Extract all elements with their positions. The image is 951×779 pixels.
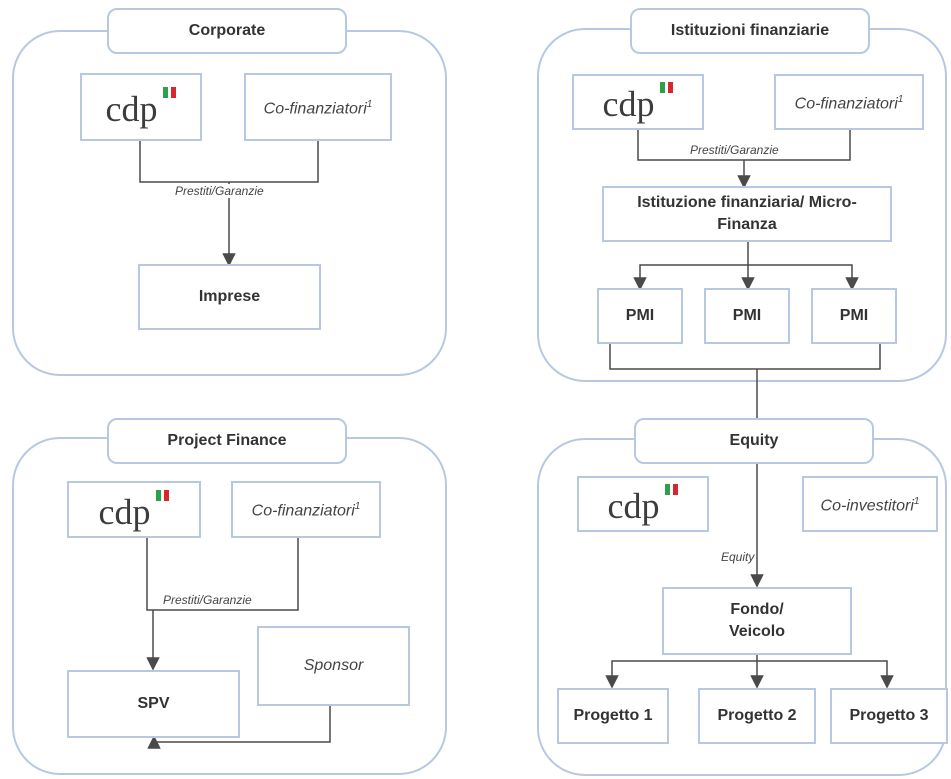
target-box-imprese: Imprese bbox=[138, 264, 321, 330]
middle-box-istituzione: Istituzione finanziaria/ Micro-Finanza bbox=[602, 186, 892, 242]
footnote-marker: 1 bbox=[354, 501, 361, 513]
cdp-logo: cdp bbox=[603, 82, 674, 122]
italian-flag-icon bbox=[163, 87, 177, 98]
edge-label-equity: Equity bbox=[719, 550, 757, 564]
corporate-bracket bbox=[139, 140, 319, 183]
istituzioni-branch bbox=[639, 264, 853, 288]
edge-label-corporate: Prestiti/Garanzie bbox=[173, 184, 266, 198]
leaf-box-progetto: Progetto 3 bbox=[830, 688, 948, 744]
leaf-box-pmi: PMI bbox=[704, 288, 790, 344]
cdp-logo-text: cdp bbox=[602, 84, 655, 124]
cofinanziatori-box-istituzioni: Co-finanziatori1 bbox=[774, 74, 924, 130]
cdp-logo-box-corporate: cdp bbox=[80, 73, 202, 141]
leaf-box-progetto: Progetto 1 bbox=[557, 688, 669, 744]
cdp-logo: cdp bbox=[608, 484, 679, 524]
pf-bracket bbox=[146, 537, 299, 611]
sponsor-box: Sponsor bbox=[257, 626, 410, 706]
cdp-logo-text: cdp bbox=[98, 491, 151, 532]
cdp-logo-text: cdp bbox=[607, 486, 660, 526]
italian-flag-icon bbox=[156, 489, 170, 501]
cofinanziatori-label: Co-finanziatori bbox=[263, 100, 367, 118]
leaf-box-pmi: PMI bbox=[597, 288, 683, 344]
italian-flag-icon bbox=[660, 82, 674, 93]
edge-label-istituzioni: Prestiti/Garanzie bbox=[688, 143, 781, 157]
edge-label-project-finance: Prestiti/Garanzie bbox=[161, 593, 254, 607]
footnote-marker: 1 bbox=[897, 93, 904, 105]
italian-flag-icon bbox=[665, 484, 679, 495]
leaf-box-progetto: Progetto 2 bbox=[698, 688, 816, 744]
target-box-spv: SPV bbox=[67, 670, 240, 738]
cofinanziatori-label: Co-finanziatori bbox=[794, 95, 898, 113]
cofinanziatori-box-corporate: Co-finanziatori1 bbox=[244, 73, 392, 141]
cdp-logo-box-equity: cdp bbox=[577, 476, 709, 532]
pf-sponsor-line bbox=[147, 706, 331, 749]
cdp-logo: cdp bbox=[99, 489, 170, 530]
footnote-marker: 1 bbox=[913, 495, 920, 507]
panel-title-equity: Equity bbox=[634, 418, 874, 464]
equity-bracket bbox=[609, 337, 881, 370]
cofinanziatori-label: Co-finanziatori bbox=[251, 502, 355, 520]
panel-title-corporate: Corporate bbox=[107, 8, 347, 54]
panel-title-project-finance: Project Finance bbox=[107, 418, 347, 464]
coinvestitori-box-equity: Co-investitori1 bbox=[802, 476, 938, 532]
equity-branch bbox=[611, 660, 888, 686]
leaf-box-pmi: PMI bbox=[811, 288, 897, 344]
cdp-logo: cdp bbox=[106, 87, 177, 127]
cofinanziatori-box-project-finance: Co-finanziatori1 bbox=[231, 481, 381, 538]
panel-title-istituzioni: Istituzioni finanziarie bbox=[630, 8, 870, 54]
cdp-logo-box-project-finance: cdp bbox=[67, 481, 201, 538]
middle-box-fondo: Fondo/ Veicolo bbox=[662, 587, 852, 655]
cdp-logo-text: cdp bbox=[105, 89, 158, 129]
footnote-marker: 1 bbox=[366, 98, 373, 110]
coinvestitori-label: Co-investitori bbox=[820, 497, 914, 515]
cdp-logo-box-istituzioni: cdp bbox=[572, 74, 704, 130]
